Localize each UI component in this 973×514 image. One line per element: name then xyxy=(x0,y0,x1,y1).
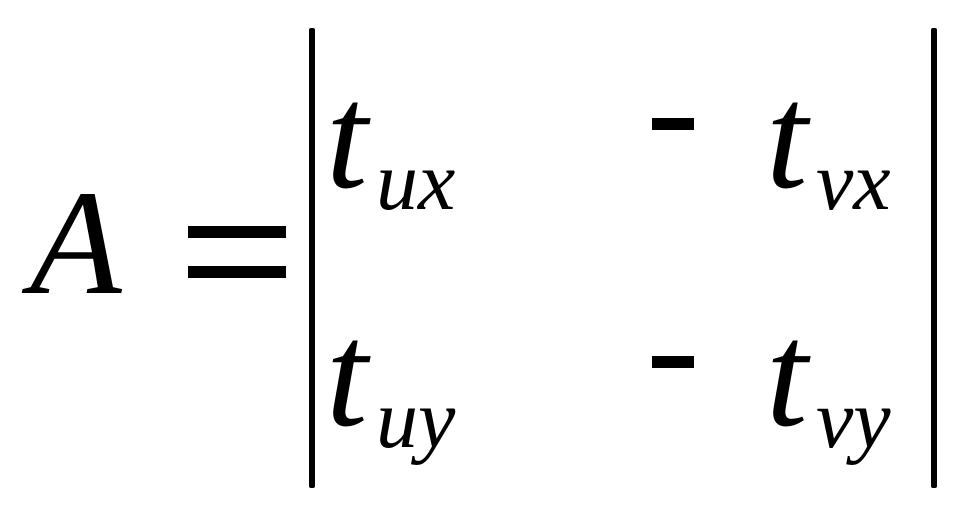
matrix-cell-1-1-subscript: ux xyxy=(376,135,456,228)
matrix-cell-1-2-base: t xyxy=(766,54,808,220)
equals-sign-top-stroke xyxy=(188,226,286,238)
determinant-left-bar xyxy=(309,28,315,488)
matrix-cell-2-2-minus-sign xyxy=(652,356,694,368)
matrix-cell-2-1-base: t xyxy=(326,292,368,458)
matrix-cell-1-1-base: t xyxy=(326,54,368,220)
matrix-cell-1-2-subscript: vx xyxy=(816,135,891,228)
matrix-cell-1-2-minus-sign xyxy=(652,118,694,130)
matrix-cell-2-2-base: t xyxy=(766,292,808,458)
equals-sign-bottom-stroke xyxy=(188,266,286,278)
matrix-cell-2-2-subscript: vy xyxy=(816,373,891,466)
formula-lhs: A xyxy=(30,160,122,326)
determinant-right-bar xyxy=(931,28,937,488)
matrix-cell-2-1-subscript: uy xyxy=(376,373,456,466)
